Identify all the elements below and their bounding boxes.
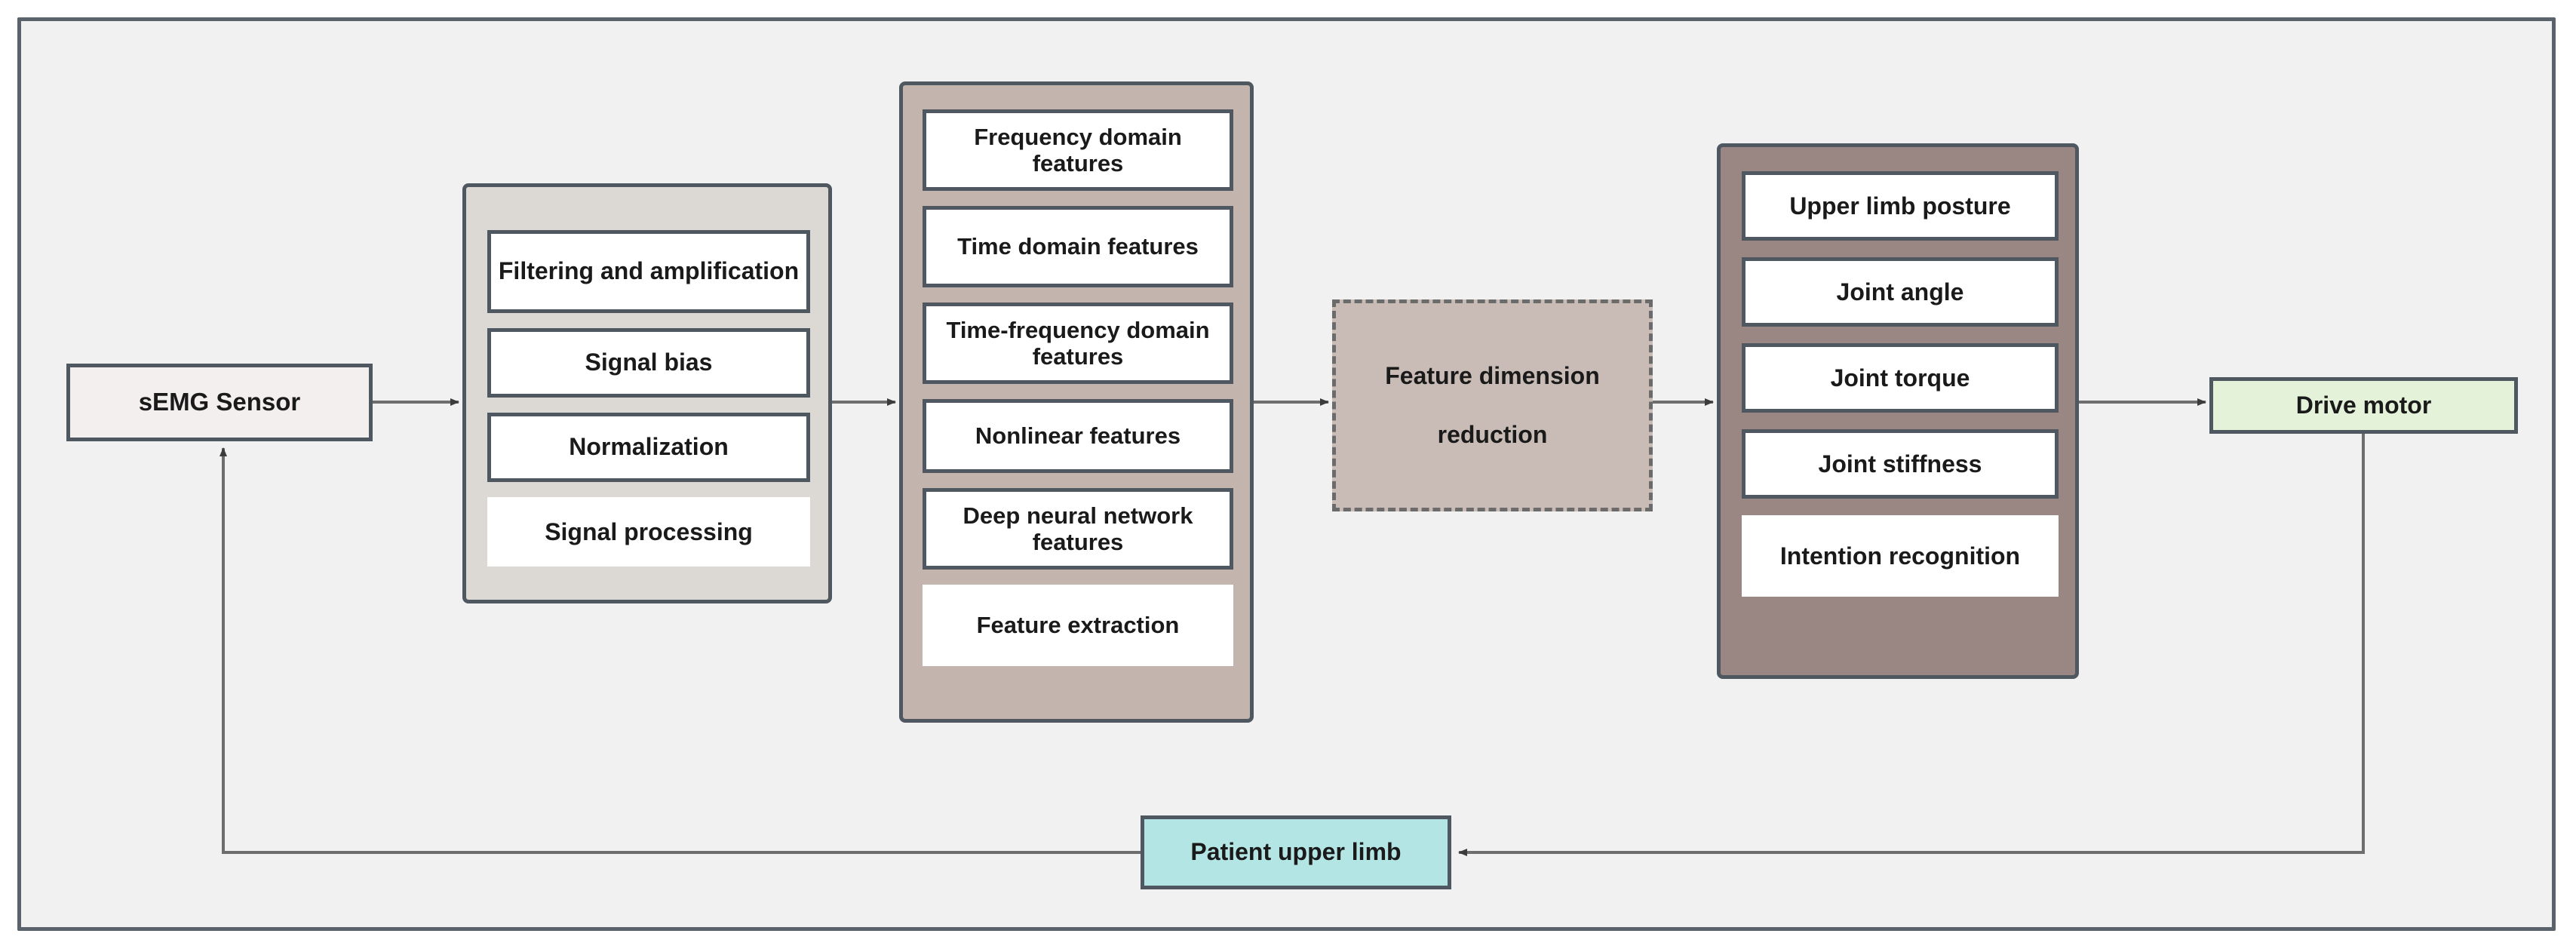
intention-item-joint-stiffness[interactable]: Joint stiffness xyxy=(1742,429,2059,499)
signal-processing-group[interactable]: Filtering and amplification Signal bias … xyxy=(462,183,832,603)
signal-processing-item-label: Normalization xyxy=(569,433,729,461)
feature-dimension-reduction-label-line2: reduction xyxy=(1437,420,1548,448)
intention-recognition-group-label: Intention recognition xyxy=(1742,515,2059,597)
feature-extraction-item-frequency-domain-features[interactable]: Frequency domain features xyxy=(923,109,1233,191)
intention-item-joint-angle[interactable]: Joint angle xyxy=(1742,257,2059,327)
signal-processing-item-label: Signal bias xyxy=(585,349,713,376)
intention-item-label: Upper limb posture xyxy=(1789,192,2011,220)
feature-extraction-group-label: Feature extraction xyxy=(923,585,1233,666)
feature-extraction-item-nonlinear-features[interactable]: Nonlinear features xyxy=(923,399,1233,473)
drive-motor-label: Drive motor xyxy=(2295,391,2432,419)
intention-item-label: Joint angle xyxy=(1836,278,1964,306)
intention-recognition-group[interactable]: Upper limb posture Joint angle Joint tor… xyxy=(1717,143,2079,679)
feature-extraction-group-label-text: Feature extraction xyxy=(976,612,1180,638)
signal-processing-group-label: Signal processing xyxy=(487,497,810,567)
semg-sensor-label: sEMG Sensor xyxy=(138,388,301,416)
feature-dimension-reduction-label-line1: Feature dimension xyxy=(1385,361,1600,389)
intention-recognition-group-label-text: Intention recognition xyxy=(1779,542,2021,570)
signal-processing-item-filtering-and-amplification[interactable]: Filtering and amplification xyxy=(487,230,810,313)
intention-item-joint-torque[interactable]: Joint torque xyxy=(1742,343,2059,413)
feature-extraction-item-label: Deep neural network features xyxy=(963,502,1193,555)
diagram-frame xyxy=(17,17,2556,931)
feature-dimension-reduction-node[interactable]: Feature dimension reduction xyxy=(1332,299,1653,511)
feature-extraction-item-deep-neural-network-features[interactable]: Deep neural network features xyxy=(923,488,1233,570)
feature-extraction-item-label: Time-frequency domain features xyxy=(946,316,1210,370)
signal-processing-group-label-text: Signal processing xyxy=(545,517,753,545)
feature-extraction-item-label: Time domain features xyxy=(957,233,1199,260)
intention-item-label: Joint torque xyxy=(1830,364,1970,392)
feature-extraction-group[interactable]: Frequency domain features Time domain fe… xyxy=(899,81,1254,723)
semg-sensor-node[interactable]: sEMG Sensor xyxy=(66,364,373,441)
signal-processing-item-label: Filtering and amplification xyxy=(498,257,800,285)
patient-upper-limb-label: Patient upper limb xyxy=(1190,838,1402,866)
feature-extraction-item-time-domain-features[interactable]: Time domain features xyxy=(923,206,1233,287)
signal-processing-item-signal-bias[interactable]: Signal bias xyxy=(487,328,810,398)
intention-item-label: Joint stiffness xyxy=(1818,450,1982,478)
signal-processing-item-normalization[interactable]: Normalization xyxy=(487,413,810,482)
feature-extraction-item-label: Nonlinear features xyxy=(975,422,1181,450)
intention-item-upper-limb-posture[interactable]: Upper limb posture xyxy=(1742,171,2059,241)
drive-motor-node[interactable]: Drive motor xyxy=(2209,377,2518,434)
feature-extraction-item-time-frequency-domain-features[interactable]: Time-frequency domain features xyxy=(923,302,1233,384)
patient-upper-limb-node[interactable]: Patient upper limb xyxy=(1141,815,1451,889)
feature-extraction-item-label: Frequency domain features xyxy=(974,123,1182,177)
